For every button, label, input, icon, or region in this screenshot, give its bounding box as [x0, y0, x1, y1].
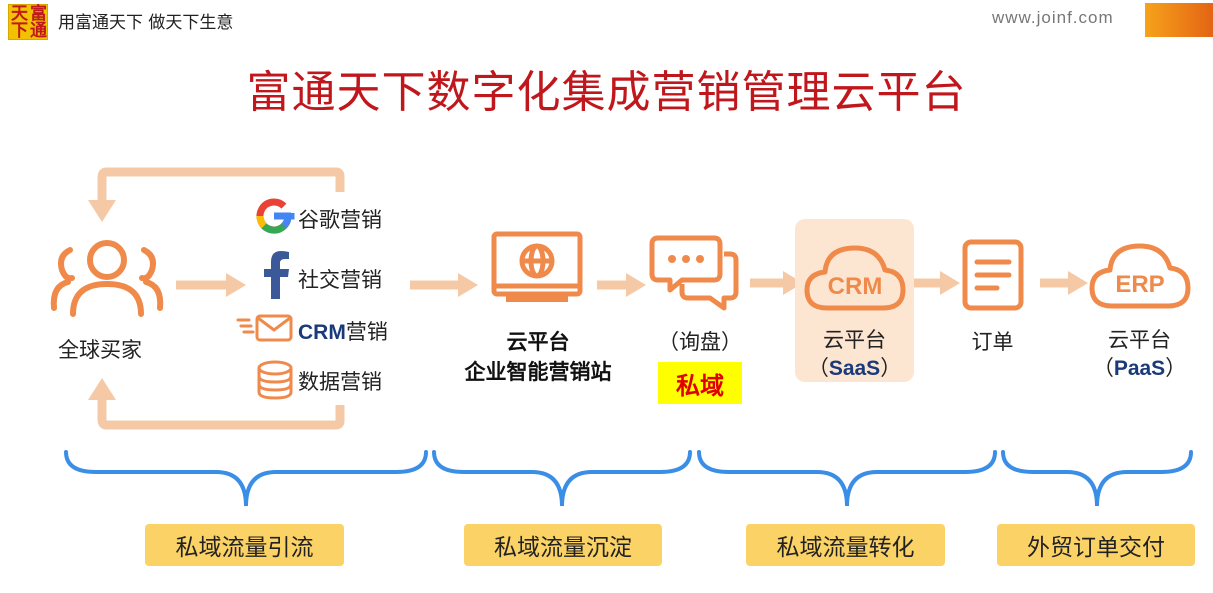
stage-attract: 私域流量引流: [145, 524, 344, 566]
email-icon: [236, 314, 293, 342]
corner-decoration: [1145, 3, 1213, 37]
brace-deliver: [1001, 450, 1193, 507]
erp-paren-open: （: [1092, 356, 1114, 380]
channel-social-label: 社交营销: [298, 268, 382, 292]
erp-paas-text: PaaS: [1113, 357, 1166, 380]
station-line1: 云平台: [506, 330, 570, 354]
loop-arrow-top: [97, 167, 345, 202]
erp-line2: （PaaS）: [1080, 352, 1199, 382]
erp-paren-close: ）: [1165, 356, 1187, 380]
channel-google-label: 谷歌营销: [298, 208, 382, 232]
arrowhead: [1068, 271, 1088, 295]
people-icon: [50, 240, 164, 317]
loop-arrow-bottom: [97, 398, 345, 430]
channel-crm-text: 营销: [345, 320, 388, 344]
logo-char: 通: [30, 21, 47, 41]
crm-icon-text: CRM: [828, 273, 883, 300]
website-monitor-icon: [491, 231, 583, 302]
logo-char: 富: [30, 4, 47, 24]
crm-paren-open: （: [807, 356, 829, 380]
crm-saas-text: SaaS: [828, 357, 881, 380]
brace-retain: [432, 450, 692, 507]
erp-line1: 云平台: [1108, 328, 1171, 352]
order-label: 订单: [971, 330, 1014, 354]
crm-line2: （SaaS）: [795, 352, 914, 382]
inquiry-label: （询盘）: [658, 330, 742, 354]
erp-icon-text: ERP: [1115, 271, 1164, 298]
document-icon: [962, 239, 1024, 311]
brace-convert: [697, 450, 997, 507]
private-domain-badge: 私域: [658, 362, 742, 404]
arrowhead: [626, 273, 646, 297]
brace-attract: [64, 450, 428, 507]
crm-line1: 云平台: [823, 328, 886, 352]
brand-logo: 天 富 下 通: [8, 4, 48, 40]
arrowhead: [783, 271, 803, 295]
brand-slogan: 用富通天下 做天下生意: [58, 13, 234, 33]
crm-paren-close: ）: [880, 356, 902, 380]
buyers-label: 全球买家: [58, 338, 142, 362]
stage-retain: 私域流量沉淀: [464, 524, 662, 566]
crm-cloud-icon: CRM: [804, 245, 906, 311]
logo-char: 天: [11, 4, 28, 24]
site-url[interactable]: www.joinf.com: [992, 8, 1114, 27]
logo-char: 下: [11, 21, 28, 41]
channel-crm-prefix: CRM: [298, 321, 346, 344]
stage-deliver: 外贸订单交付: [997, 524, 1195, 566]
loop-arrow-top-head: [88, 200, 116, 222]
google-icon: [256, 198, 295, 234]
chat-icon: [649, 235, 739, 311]
stage-convert: 私域流量转化: [746, 524, 945, 566]
page-title: 富通天下数字化集成营销管理云平台: [246, 67, 967, 118]
facebook-icon: [264, 251, 289, 299]
station-line2: 企业智能营销站: [464, 360, 612, 384]
arrowhead: [458, 273, 478, 297]
loop-arrow-bottom-head: [88, 378, 116, 400]
arrowhead: [940, 271, 960, 295]
channel-data-label: 数据营销: [298, 370, 382, 394]
database-icon: [257, 360, 293, 400]
arrowhead: [226, 273, 246, 297]
channel-crm-label: CRM营销: [298, 316, 388, 346]
erp-cloud-icon: ERP: [1089, 243, 1191, 309]
